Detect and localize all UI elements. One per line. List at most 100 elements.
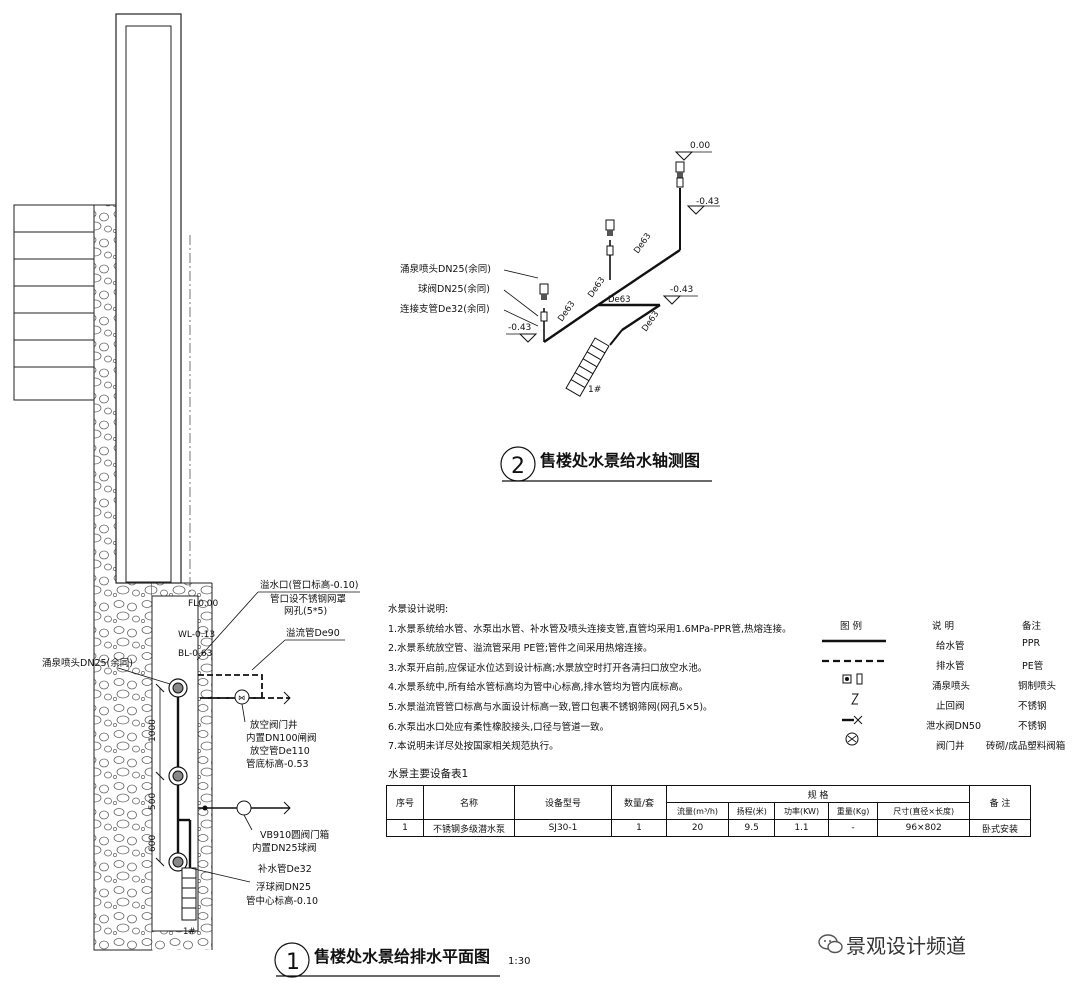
th-power: 功率(KW): [774, 802, 829, 820]
label-overflow-pipe: 溢流管De90: [286, 627, 340, 639]
th-name: 名称: [423, 785, 515, 820]
axo-title: 售楼处水景给水轴测图: [540, 451, 700, 470]
label-overflow-mesh: 网孔(5*5): [284, 606, 327, 617]
pipe-label-de63: De63: [632, 231, 653, 255]
th-size: 尺寸(直径×长度): [877, 802, 970, 820]
cell-size: 96×802: [877, 819, 970, 837]
cell-no: 1: [386, 819, 424, 837]
th-weight: 重量(Kg): [827, 802, 879, 820]
wechat-icon: [818, 934, 843, 954]
th-qty: 数量/套: [611, 785, 667, 820]
pipe-label-de63: De63: [586, 275, 607, 299]
plan-view: ⋈ 1000 500 600 溢水口(管口标高-0.10) 管口设不锈钢网罩 网…: [13, 13, 530, 978]
elev-right1: -0.43: [696, 197, 719, 207]
legend-note: PE管: [1022, 661, 1044, 672]
legend-row: 排水管 PE管: [792, 654, 1062, 674]
cell-head: 9.5: [728, 819, 776, 837]
th-spec: 规 格: [666, 785, 970, 803]
equipment-title: 水景主要设备表1: [388, 768, 469, 780]
ball-valve-icon: [606, 245, 614, 256]
legend-desc: 给水管: [936, 641, 965, 652]
dim-500: 500: [148, 793, 158, 810]
cell-name: 不锈钢多级潜水泵: [423, 819, 515, 837]
fountain-icon: [842, 673, 863, 685]
notes-heading: 水景设计说明:: [388, 604, 449, 615]
note-item: 2.水景系统放空管、溢流管采用 PE管;管件之间采用热熔连接。: [388, 643, 653, 655]
title-circle-1: [274, 942, 310, 978]
legend-row: 给水管 PPR: [792, 634, 1062, 654]
legend-desc: 排水管: [936, 661, 965, 672]
legend-note: 不锈钢: [1018, 721, 1047, 732]
svg-text:⋈: ⋈: [238, 694, 245, 702]
legend-desc: 止回阀: [936, 701, 965, 712]
cell-flow: 20: [665, 819, 730, 837]
cell-power: 1.1: [774, 819, 829, 837]
dim-600: 600: [148, 835, 158, 852]
note-item: 4.水景系统中,所有给水管标高均为管中心标高,排水管均为管内底标高。: [388, 682, 689, 694]
label-drain-well: 放空阀门井: [250, 719, 298, 731]
pump-plan: [181, 867, 197, 921]
table-row: 1 不锈钢多级潜水泵 SJ30-1 1 20 9.5 1.1 - 96×802 …: [386, 819, 1031, 837]
fountain-head-icon: [539, 283, 549, 300]
note-item: 7.本说明未详尽处按国家相关规范执行。: [388, 741, 559, 753]
legend-row: 阀门井 砖砌/成品塑料阀箱: [792, 734, 1065, 754]
axo-title-number: 2: [511, 454, 525, 479]
pipe-label-de63: De63: [608, 295, 631, 305]
legend-desc: 涌泉喷头: [932, 681, 971, 692]
water-channel-inner: [125, 25, 172, 583]
label-pump-tag: 1#: [183, 927, 196, 937]
label-fl: FL0.00: [188, 599, 219, 609]
label-makeup-pipe: 补水管De32: [258, 863, 312, 875]
legend-header: 图 例 说 明 备注: [792, 614, 1062, 634]
legend-note: 不锈钢: [1018, 701, 1047, 712]
plan-title: 售楼处水景给排水平面图: [314, 947, 490, 966]
label-float-valve: 浮球阀DN25: [256, 881, 311, 893]
design-notes: 水景设计说明: 1.水景系统给水管、水泵出水管、补水管及喷头连接支管,直管均采用…: [388, 600, 808, 757]
axo-pump-tag: 1#: [588, 385, 601, 395]
note-item: 1.水景系统给水管、水泵出水管、补水管及喷头连接支管,直管均采用1.6MPa-P…: [388, 623, 792, 635]
legend-desc: 泄水阀DN50: [926, 721, 982, 732]
dim-1000: 1000: [148, 719, 158, 742]
label-overflow-outlet: 溢水口(管口标高-0.10): [260, 579, 359, 591]
th-head: 扬程(米): [728, 802, 776, 820]
label-bl: BL-0.63: [178, 649, 212, 659]
label-drain-bottom: 管底标高-0.53: [246, 758, 309, 770]
label-wl: WL-0.13: [178, 630, 215, 640]
th-flow: 流量(m³/h): [665, 802, 730, 820]
drain-valve-icon: [842, 715, 863, 725]
pipe-label-de63: De63: [640, 309, 661, 333]
legend-desc: 阀门井: [936, 741, 965, 752]
label-center-elev: 管中心标高-0.10: [246, 895, 318, 907]
plan-scale: 1:30: [508, 956, 530, 967]
watermark: 景观设计频道: [846, 934, 966, 958]
elev-left: -0.43: [508, 323, 531, 333]
cell-weight: -: [827, 819, 879, 837]
legend-header-desc: 说 明: [932, 621, 955, 632]
legend-header-symbol: 图 例: [840, 621, 863, 632]
legend-header-note: 备注: [1022, 621, 1042, 632]
cell-note: 卧式安装: [969, 819, 1031, 837]
axo-label-branch: 连接支管De32(余同): [400, 303, 490, 315]
overflow-pipe: [198, 674, 263, 699]
legend-row: 涌泉喷头 铜制喷头: [792, 674, 1062, 694]
ball-valve-icon: [540, 311, 548, 322]
axo-label-head: 涌泉喷头DN25(余同): [400, 263, 491, 275]
label-fountain-head: 涌泉喷头DN25(余同): [42, 657, 133, 669]
fountain-head-icon: [675, 161, 685, 178]
steps: [13, 204, 95, 401]
label-drain-valve: 内置DN100闸阀: [246, 732, 317, 744]
th-no: 序号: [386, 785, 424, 820]
legend-note: 铜制喷头: [1018, 681, 1057, 692]
label-ball-valve: 内置DN25球阀: [252, 842, 317, 854]
legend-note: PPR: [1022, 638, 1041, 649]
fountain-head-icon: [168, 678, 188, 698]
valve-well-icon: [845, 732, 859, 746]
pump-axo: [565, 337, 610, 397]
legend-row: 止回阀 不锈钢: [792, 694, 1062, 714]
note-item: 6.水泵出水口处应有柔性橡胶接头,口径与管道一致。: [388, 721, 610, 733]
label-valve-box: VB910圆阀门箱: [260, 829, 329, 841]
label-drain-pipe: 放空管De110: [250, 745, 310, 757]
ball-valve-icon: [676, 177, 684, 188]
equipment-table: 序号 名称 设备型号 数量/套 规 格 备 注 流量(m³/h) 扬程(米) 功…: [386, 785, 1031, 837]
